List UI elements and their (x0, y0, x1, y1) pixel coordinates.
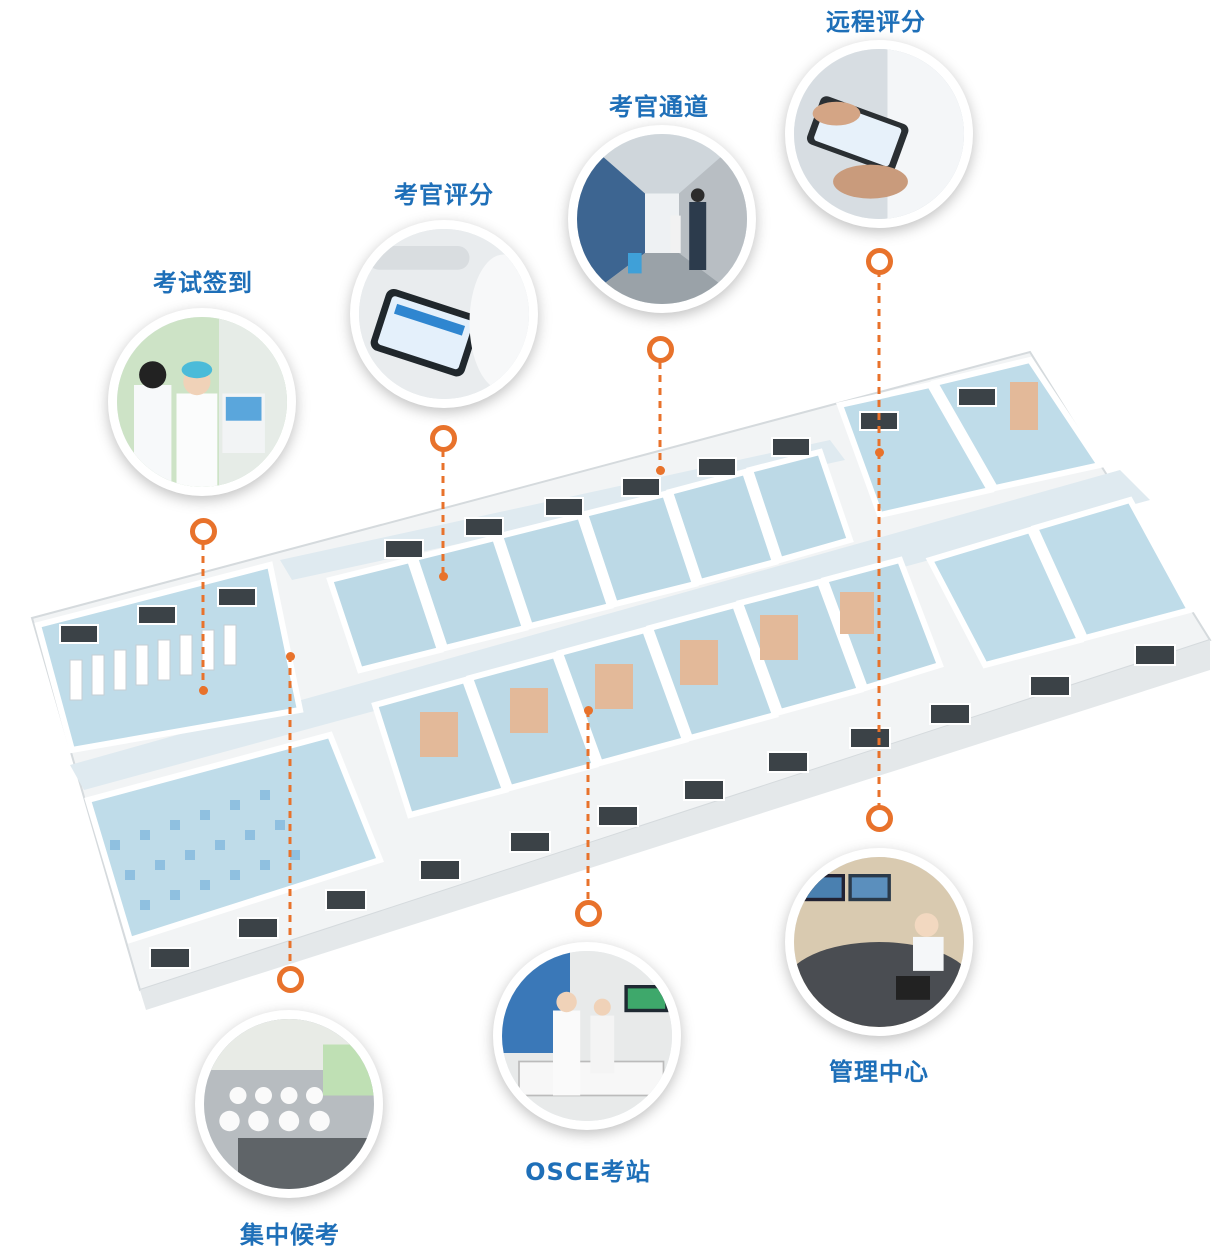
anchor-dot-corridor (656, 466, 665, 475)
photo-waiting-area[interactable] (195, 1010, 383, 1198)
anchor-dot-examiner (439, 572, 448, 581)
auditorium-icon (204, 1019, 374, 1189)
photo-osce-station[interactable] (493, 942, 681, 1130)
marker-waiting[interactable] (277, 966, 304, 993)
waiting-seats (110, 790, 300, 910)
room-right-2 (1030, 496, 1195, 642)
photo-checkin[interactable] (108, 308, 296, 496)
room-right-1 (925, 526, 1085, 669)
marker-remote-scoring[interactable] (866, 248, 893, 275)
control-room-icon (794, 857, 964, 1027)
marker-management[interactable] (866, 805, 893, 832)
windows (59, 387, 1176, 969)
corridor-icon (577, 134, 747, 304)
label-examiner-corridor: 考官通道 (609, 93, 709, 121)
anchor-dot-checkin (199, 686, 208, 695)
label-examiner-scoring: 考官评分 (394, 181, 494, 209)
anchor-dot-remote (875, 448, 884, 457)
marker-examiner-corridor[interactable] (647, 336, 674, 363)
photo-examiner-corridor[interactable] (568, 125, 756, 313)
checkin-kiosk-icon (117, 317, 287, 487)
label-waiting-area: 集中候考 (240, 1221, 340, 1249)
phone-hand-icon (794, 49, 964, 219)
anchor-dot-osce (584, 706, 593, 715)
checkin-desks (69, 624, 237, 701)
marker-checkin[interactable] (190, 518, 217, 545)
marker-examiner-scoring[interactable] (430, 425, 457, 452)
osce-ward-icon (502, 951, 672, 1121)
label-exam-checkin: 考试签到 (153, 269, 253, 297)
photo-examiner-scoring[interactable] (350, 220, 538, 408)
anchor-dot-waiting (286, 652, 295, 661)
front-wall (140, 640, 1210, 1010)
cabinets (420, 382, 1038, 757)
photo-management-center[interactable] (785, 848, 973, 1036)
photo-remote-scoring[interactable] (785, 40, 973, 228)
label-osce-station: OSCE考站 (525, 1158, 651, 1186)
label-remote-scoring: 远程评分 (826, 8, 926, 36)
label-management-center: 管理中心 (829, 1058, 929, 1086)
room-waiting (84, 731, 384, 944)
marker-osce[interactable] (575, 900, 602, 927)
upper-rooms (326, 448, 854, 674)
tablet-icon (359, 229, 529, 399)
